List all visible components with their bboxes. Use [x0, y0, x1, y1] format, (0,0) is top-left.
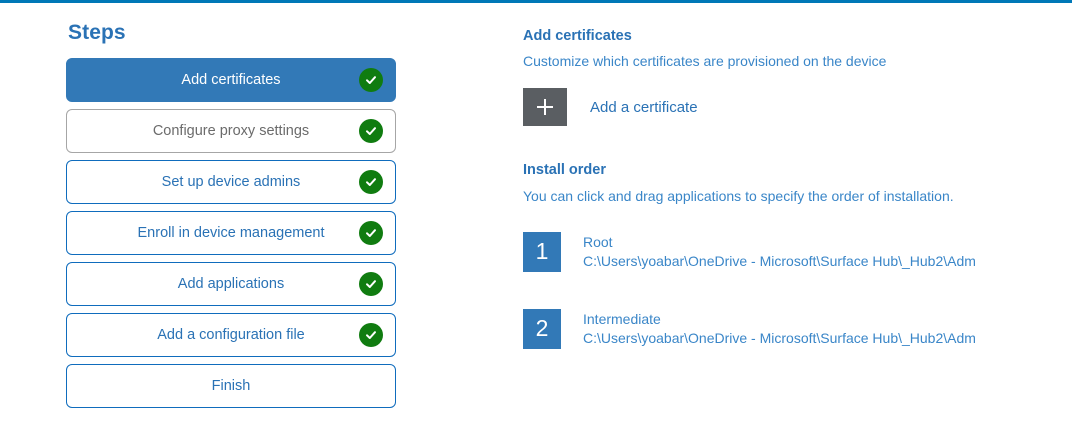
install-order-name: Root — [583, 233, 613, 250]
step-item-label: Add certificates — [181, 71, 281, 88]
step-item-enroll-in-device-management[interactable]: Enroll in device management — [66, 211, 396, 255]
checkmark-icon — [359, 68, 383, 92]
checkmark-icon — [359, 323, 383, 347]
checkmark-icon — [359, 272, 383, 296]
detail-subheading: Customize which certificates are provisi… — [523, 52, 887, 69]
detail-heading: Add certificates — [523, 28, 632, 44]
steps-title: Steps — [68, 21, 126, 44]
install-order-heading: Install order — [523, 162, 606, 179]
checkmark-icon — [359, 221, 383, 245]
step-item-label: Set up device admins — [161, 173, 301, 190]
install-order-section: Install order You can click and drag app… — [523, 162, 1072, 349]
step-item-label: Configure proxy settings — [152, 122, 310, 139]
step-item-add-a-configuration-file[interactable]: Add a configuration file — [66, 313, 396, 357]
step-item-label: Add a configuration file — [157, 326, 305, 343]
step-item-configure-proxy-settings[interactable]: Configure proxy settings — [66, 109, 396, 153]
install-order-name: Intermediate — [583, 310, 661, 327]
install-order-path: C:\Users\yoabar\OneDrive - Microsoft\Sur… — [583, 329, 976, 346]
install-order-subheading: You can click and drag applications to s… — [523, 188, 954, 205]
step-item-add-applications[interactable]: Add applications — [66, 262, 396, 306]
add-certificate-button[interactable]: Add a certificate — [523, 88, 783, 127]
step-item-finish[interactable]: Finish — [66, 364, 396, 408]
checkmark-icon — [359, 170, 383, 194]
checkmark-icon — [359, 119, 383, 143]
top-accent-rule — [0, 0, 1072, 3]
install-order-path: C:\Users\yoabar\OneDrive - Microsoft\Sur… — [583, 252, 976, 269]
step-item-add-certificates[interactable]: Add certificates — [66, 58, 396, 102]
install-order-number: 1 — [523, 231, 561, 272]
install-order-number: 2 — [523, 308, 561, 349]
step-item-set-up-device-admins[interactable]: Set up device admins — [66, 160, 396, 204]
add-certificate-label: Add a certificate — [590, 98, 698, 116]
detail-pane: Add certificates Customize which certifi… — [523, 28, 1072, 386]
step-item-label: Enroll in device management — [137, 224, 325, 241]
step-item-label: Finish — [211, 377, 251, 394]
plus-icon — [523, 88, 567, 127]
step-item-label: Add applications — [177, 275, 285, 292]
